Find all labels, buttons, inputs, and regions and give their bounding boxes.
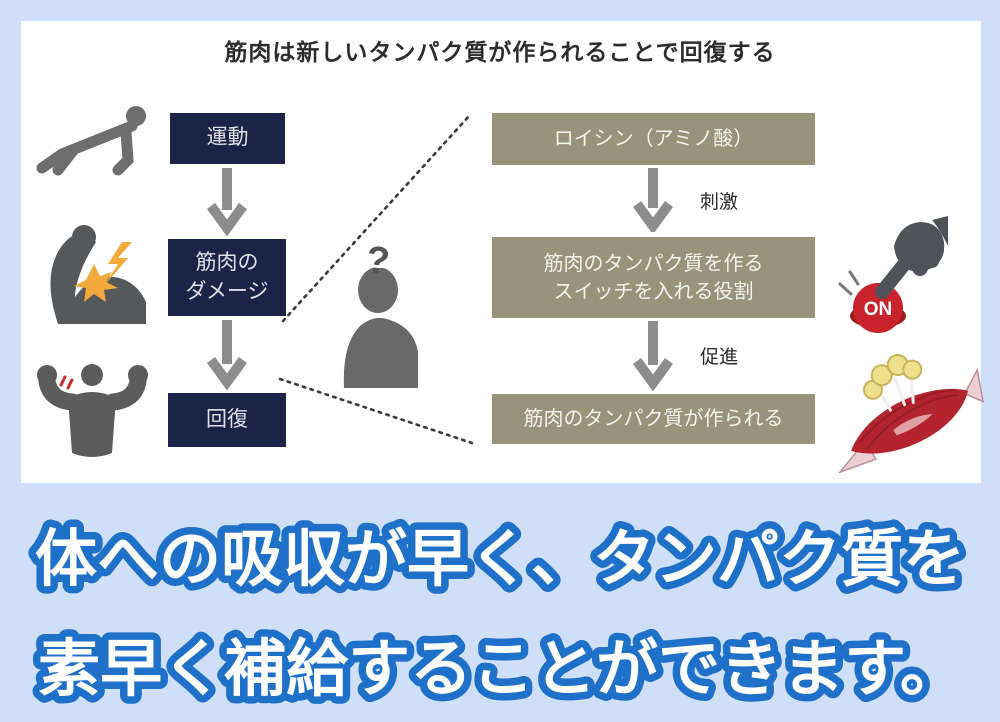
flow-box-switch-role: 筋肉のタンパク質を作る スイッチを入れる役割	[492, 237, 815, 318]
flow-box-exercise: 運動	[170, 113, 285, 164]
down-arrow-icon	[206, 320, 248, 390]
down-arrow-icon	[632, 168, 674, 232]
bodybuilder-icon	[37, 364, 148, 457]
flow-box-muscle-damage: 筋肉の ダメージ	[168, 239, 286, 316]
caption-line-1: 体への吸収が早く、タンパク質を	[35, 525, 965, 594]
flow-box-switch-role-line1: 筋肉のタンパク質を作る	[543, 252, 764, 275]
flow-box-muscle-damage-line2: ダメージ	[185, 279, 269, 303]
flow-box-exercise-label: 運動	[206, 126, 249, 150]
flow-box-recovery: 回復	[168, 393, 286, 447]
arrow-label-stimulus: 刺激	[700, 192, 739, 213]
muscle-fiber-protein-icon	[837, 354, 985, 473]
hand-press-on-button-icon: ON	[838, 216, 948, 333]
flow-box-leucine-label: ロイシン（アミノ酸）	[553, 128, 754, 150]
flow-box-muscle-damage-line1: 筋肉の	[195, 251, 259, 275]
on-button-label: ON	[864, 299, 893, 320]
down-arrow-icon	[206, 168, 248, 236]
flow-box-protein-made-label: 筋肉のタンパク質が作られる	[523, 408, 784, 430]
arrow-label-promotion: 促進	[700, 347, 739, 368]
flow-box-protein-made: 筋肉のタンパク質が作られる	[492, 394, 815, 444]
diagram-title: 筋肉は新しいタンパク質が作られることで回復する	[224, 39, 776, 65]
flexed-arm-damage-icon	[50, 225, 146, 324]
thinking-person-icon	[343, 268, 418, 388]
pushup-person-icon	[36, 106, 146, 176]
caption-line-2: 素早く補給することができます。	[38, 635, 962, 704]
flow-box-recovery-label: 回復	[206, 407, 248, 431]
down-arrow-icon	[632, 321, 674, 391]
flow-box-switch-role-line2: スイッチを入れる役割	[553, 280, 754, 303]
caption-banner: 体への吸収が早く、タンパク質を 素早く補給することができます。	[27, 518, 972, 712]
flow-box-leucine: ロイシン（アミノ酸）	[492, 113, 815, 165]
